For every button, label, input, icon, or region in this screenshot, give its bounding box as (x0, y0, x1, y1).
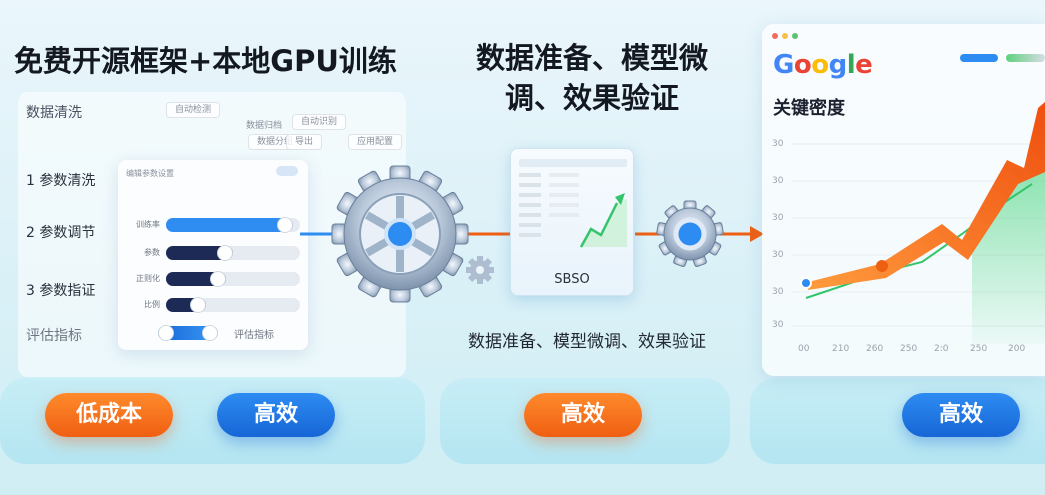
middle-title-line-2: 调、效果验证 (504, 81, 679, 115)
chip-auto-recognize[interactable]: 自动识别 (292, 114, 347, 130)
orange-trend-arrow (808, 102, 1045, 290)
slider-knob[interactable] (190, 297, 206, 313)
slider-knob[interactable] (277, 217, 293, 233)
x-tick: 2:0 (934, 344, 949, 354)
card-title: 数据清洗 (26, 105, 82, 121)
inner-card-title: 编辑参数设置 (126, 169, 174, 178)
slider-fill (166, 246, 233, 260)
y-tick: 30 (772, 287, 784, 297)
slider-track[interactable] (166, 271, 300, 287)
top-pill-blue (960, 54, 998, 62)
x-tick: 200 (1008, 344, 1026, 354)
right-high-efficiency-button[interactable]: 高效 (902, 393, 1020, 437)
flow-connectors (300, 165, 764, 303)
middle-title-line-1: 数据准备、模型微 (475, 41, 708, 75)
slider-track[interactable] (166, 297, 300, 313)
trend-chart (792, 102, 1045, 344)
slider-label: 正则化 (136, 274, 160, 283)
slider-knob[interactable] (217, 245, 233, 261)
slider-ratio[interactable]: 比例 (126, 296, 300, 313)
slider-track[interactable] (166, 245, 300, 261)
window-dot-icon (792, 33, 798, 39)
top-pill-green (1006, 54, 1045, 62)
middle-high-efficiency-button[interactable]: 高效 (524, 393, 642, 437)
middle-caption: 数据准备、模型微调、效果验证 (468, 332, 706, 352)
close-icon[interactable] (276, 166, 298, 176)
left-title: 免费开源框架+本地GPU训练 (14, 44, 397, 78)
toggle-knob (158, 325, 174, 341)
chip-label: 数据归档 (246, 121, 283, 131)
chip-auto-detect[interactable]: 自动检测 (166, 102, 221, 118)
chip-apply[interactable]: 应用配置 (348, 134, 403, 150)
x-tick: 260 (866, 344, 884, 354)
eval-toggle[interactable] (158, 325, 218, 341)
middle-title: 数据准备、模型微 调、效果验证 (452, 38, 732, 118)
y-tick: 30 (772, 139, 784, 149)
y-tick: 30 (772, 320, 784, 330)
step-1: 1 参数清洗 (26, 173, 96, 189)
slider-learning-rate[interactable]: 训练率 (126, 216, 300, 233)
slider-knob[interactable] (210, 271, 226, 287)
y-tick: 30 (772, 213, 784, 223)
step-eval: 评估指标 (26, 328, 82, 344)
model-screen: SBSO (510, 148, 634, 296)
slider-fill (166, 218, 293, 232)
search-trend-card: Google 关键密度 30 30 30 30 30 30 00 210 260… (762, 24, 1045, 376)
x-tick: 250 (970, 344, 988, 354)
window-dot-icon (772, 33, 778, 39)
inner-params-card: 编辑参数设置 训练率 参数 正则化 (118, 160, 308, 350)
step-3: 3 参数指证 (26, 283, 96, 299)
low-cost-button[interactable]: 低成本 (45, 393, 173, 437)
toggle-knob (202, 325, 218, 341)
slider-label: 比例 (144, 300, 160, 309)
slider-track[interactable] (166, 217, 300, 233)
window-dot-icon (782, 33, 788, 39)
y-tick: 30 (772, 250, 784, 260)
y-tick: 30 (772, 176, 784, 186)
orange-data-point (876, 260, 888, 272)
slider-regularization[interactable]: 正则化 (126, 270, 300, 287)
screen-label: SBSO (554, 272, 590, 287)
x-tick: 210 (832, 344, 850, 354)
screen-content (519, 159, 627, 248)
slider-params[interactable]: 参数 (126, 244, 300, 261)
eval-toggle-label: 评估指标 (234, 330, 274, 341)
medium-gear-icon (656, 200, 724, 267)
google-logo: Google (773, 50, 873, 80)
x-tick: 250 (900, 344, 918, 354)
blue-data-point (800, 277, 812, 289)
arrow-head-icon (750, 226, 764, 242)
large-gear-icon (331, 165, 469, 303)
slider-label: 参数 (144, 248, 160, 257)
step-2: 2 参数调节 (26, 225, 96, 241)
small-gear-icon (466, 256, 494, 284)
green-area (972, 160, 1045, 344)
chip-export[interactable]: 导出 (286, 134, 323, 150)
slider-label: 训练率 (136, 220, 160, 229)
high-efficiency-button[interactable]: 高效 (217, 393, 335, 437)
keyword-density-label: 关键密度 (773, 98, 845, 119)
x-tick: 00 (798, 344, 810, 354)
